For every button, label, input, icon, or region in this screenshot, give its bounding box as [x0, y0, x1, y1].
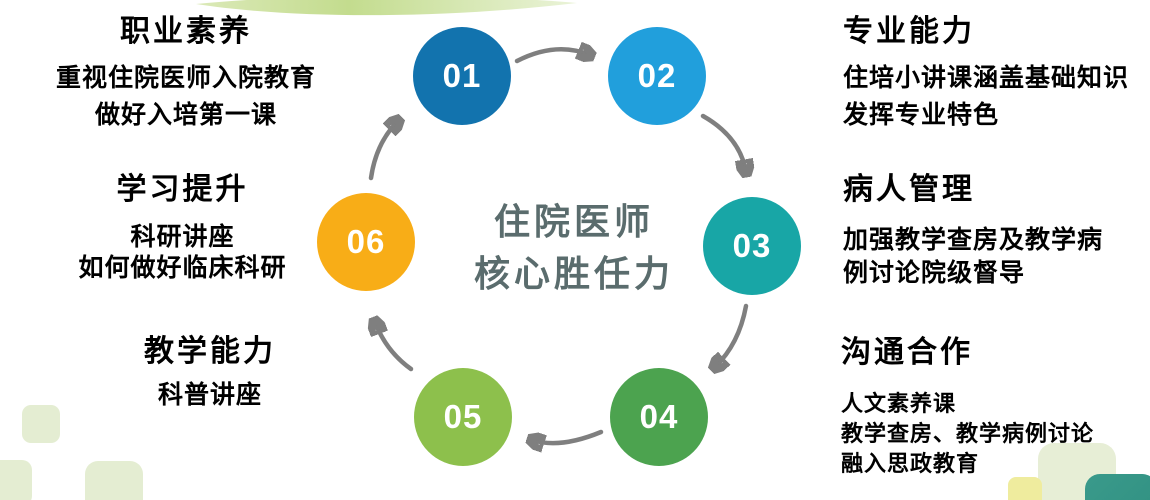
label-line: 重视住院医师入院教育	[55, 64, 316, 92]
center-title-line2: 核心胜任力	[473, 253, 674, 294]
step-circle-01: 01	[413, 27, 511, 125]
arrow-06-to-01	[368, 121, 398, 181]
top-leaf-decoration	[196, 0, 577, 16]
label-block-05: 教学能力 科普讲座	[30, 332, 390, 412]
label-title: 专业能力	[843, 15, 975, 48]
label-title: 学习提升	[116, 173, 249, 206]
center-title: 住院医师 核心胜任力	[438, 196, 710, 300]
step-number: 02	[637, 57, 677, 94]
label-title: 教学能力	[144, 335, 276, 368]
arrow-02-to-03	[700, 113, 746, 172]
step-number: 04	[639, 398, 679, 435]
label-line: 住培小讲课涵盖基础知识	[843, 64, 1130, 92]
step-number: 01	[442, 57, 482, 94]
label-line: 例讨论院级督导	[843, 259, 1026, 287]
label-block-04: 沟通合作 人文素养课 教学查房、教学病例讨论 融入思政教育	[841, 333, 1150, 479]
label-line: 教学查房、教学病例讨论	[841, 421, 1095, 446]
label-block-03: 病人管理 加强教学查房及教学病 例讨论院级督导	[843, 170, 1150, 290]
label-line: 科普讲座	[157, 381, 262, 409]
arrow-03-to-04	[715, 303, 749, 367]
label-block-01: 职业素养 重视住院医师入院教育 做好入培第一课	[0, 12, 372, 134]
label-title: 沟通合作	[841, 336, 973, 369]
step-number: 05	[443, 398, 483, 435]
label-line: 发挥专业特色	[843, 101, 1000, 129]
label-block-02: 专业能力 住培小讲课涵盖基础知识 发挥专业特色	[843, 12, 1143, 134]
label-line: 做好入培第一课	[94, 101, 277, 129]
label-title: 病人管理	[843, 173, 975, 206]
center-title-line1: 住院医师	[493, 201, 654, 242]
step-circle-05: 05	[414, 368, 512, 466]
label-line: 科研讲座	[130, 223, 235, 251]
label-line: 加强教学查房及教学病	[843, 226, 1104, 254]
label-line: 人文素养课	[841, 391, 957, 416]
step-number: 06	[346, 223, 386, 260]
label-line: 融入思政教育	[841, 451, 980, 476]
step-circle-04: 04	[610, 368, 708, 466]
arrow-01-to-02	[514, 49, 590, 64]
step-circle-03: 03	[703, 197, 801, 295]
label-line: 如何做好临床科研	[78, 254, 287, 282]
step-circle-02: 02	[608, 27, 706, 125]
step-number: 03	[732, 227, 772, 264]
label-title: 职业素养	[120, 15, 252, 48]
label-block-06: 学习提升 科研讲座 如何做好临床科研	[15, 170, 350, 284]
arrow-04-to-05	[532, 429, 604, 443]
arrow-05-to-06	[375, 322, 414, 372]
step-circle-06: 06	[317, 193, 415, 291]
